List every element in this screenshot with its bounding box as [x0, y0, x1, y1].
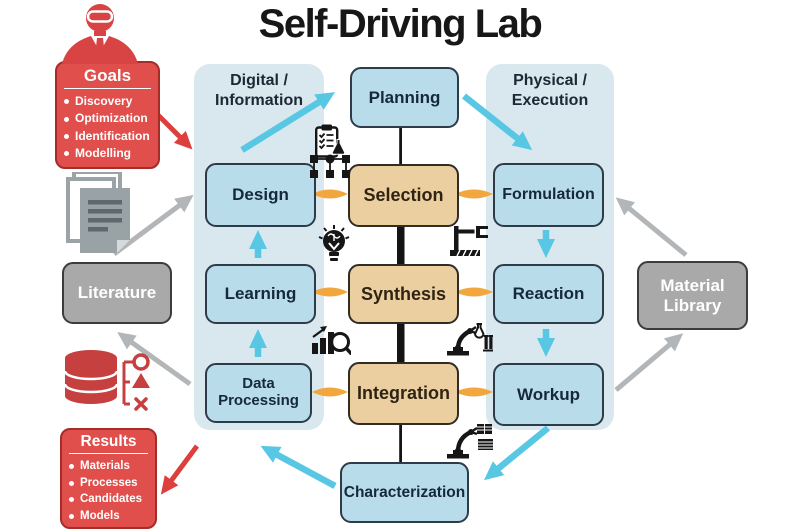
goals-item-label: Discovery: [75, 94, 133, 108]
goals-item-label: Modelling: [75, 146, 131, 161]
scientist-icon: [62, 4, 138, 64]
material-library-line2: Library: [663, 295, 722, 315]
chart-magnifier-icon: [312, 326, 351, 355]
arrow-workup-to-materiallibrary: [614, 333, 684, 392]
arrow-characterization-to-dataprocessing: [260, 445, 337, 489]
connector-selection-formulation: [455, 189, 493, 199]
results-item-label: Materials: [80, 460, 130, 472]
material-library-label: Material Library: [660, 276, 724, 314]
node-workup: Workup: [493, 363, 604, 426]
digital-header-line2: Information: [215, 92, 303, 109]
bullet-dot: [64, 99, 69, 105]
node-characterization: Characterization: [340, 462, 469, 523]
arrow-dataprocessing-to-literature: [117, 332, 192, 387]
workflow-nodes-icon: [310, 154, 350, 178]
results-item: Models: [62, 508, 155, 525]
bullet-dot: [64, 151, 69, 157]
arrow-materiallibrary-to-formulation: [615, 197, 688, 257]
node-integration: Integration: [348, 362, 459, 425]
physical-column-header: Physical / Execution: [486, 71, 614, 111]
connector-design-selection: [312, 189, 348, 199]
node-planning: Planning: [350, 67, 459, 128]
arrow-literature-to-design: [112, 194, 194, 257]
documents-icon: [66, 172, 130, 253]
physical-header-line2: Execution: [511, 92, 589, 109]
bullet-dot: [69, 480, 74, 486]
goals-item: Optimization: [57, 110, 158, 127]
digital-header-line1: Digital /: [230, 72, 288, 89]
orange-connectors: [312, 189, 493, 397]
goals-title: Goals: [83, 66, 132, 85]
results-item-label: Candidates: [80, 493, 142, 506]
connector-learning-synthesis: [312, 287, 348, 297]
connector-synthesis-reaction: [455, 287, 493, 297]
node-material-library: Material Library: [637, 261, 748, 330]
cyan-arrows: [240, 92, 555, 489]
connector-dataprocessing-integration: [312, 387, 348, 397]
bullet-dot: [69, 497, 74, 503]
results-title: Results: [80, 433, 137, 450]
results-item: Processes: [62, 475, 155, 492]
physical-header-line1: Physical /: [513, 72, 587, 89]
connector-integration-workup: [455, 387, 493, 397]
arrow-dataprocessing-to-results: [160, 444, 200, 495]
digital-column-header: Digital / Information: [194, 71, 324, 111]
node-literature: Literature: [62, 262, 172, 324]
arrow-planning-to-physical: [461, 93, 533, 151]
bullet-dot: [69, 514, 74, 520]
node-design: Design: [205, 163, 316, 227]
page-title: Self-Driving Lab: [258, 2, 543, 46]
bullet-dot: [69, 463, 74, 469]
material-library-line1: Material: [660, 276, 725, 296]
node-formulation: Formulation: [493, 163, 604, 227]
node-synthesis: Synthesis: [348, 264, 459, 324]
lightbulb-brain-icon: [318, 225, 350, 261]
goals-item: Discovery: [57, 93, 158, 110]
results-divider: [69, 453, 148, 454]
results-item: Materials: [62, 458, 155, 475]
goals-item: Modelling: [57, 145, 158, 162]
arrow-workup-to-characterization: [483, 425, 551, 481]
bullet-dot: [64, 116, 69, 122]
robot-arm-flask-icon: [447, 323, 493, 356]
bullet-dot: [64, 133, 69, 139]
goals-item-label: Identification: [75, 128, 150, 143]
database-classifier-icon: [63, 350, 150, 411]
arrow-digital-to-planning: [240, 92, 336, 153]
lab-clamp-icon: [450, 226, 488, 256]
results-item: Candidates: [62, 491, 155, 508]
results-item-label: Processes: [80, 476, 138, 489]
node-learning: Learning: [205, 264, 316, 324]
results-panel: Results Materials Processes Candidates M…: [60, 428, 157, 529]
node-selection: Selection: [348, 164, 459, 227]
goals-panel: Goals Discovery Optimization Identificat…: [55, 61, 160, 169]
node-data-processing: Data Processing: [205, 363, 312, 423]
goals-item-label: Optimization: [75, 111, 148, 126]
results-item-label: Models: [80, 510, 120, 523]
node-reaction: Reaction: [493, 264, 604, 324]
clipboard-checklist-icon: [315, 124, 345, 158]
goals-item: Identification: [57, 128, 158, 145]
robot-arm-plates-icon: [447, 424, 493, 459]
gray-arrows: [112, 194, 688, 392]
goals-divider: [64, 88, 151, 89]
